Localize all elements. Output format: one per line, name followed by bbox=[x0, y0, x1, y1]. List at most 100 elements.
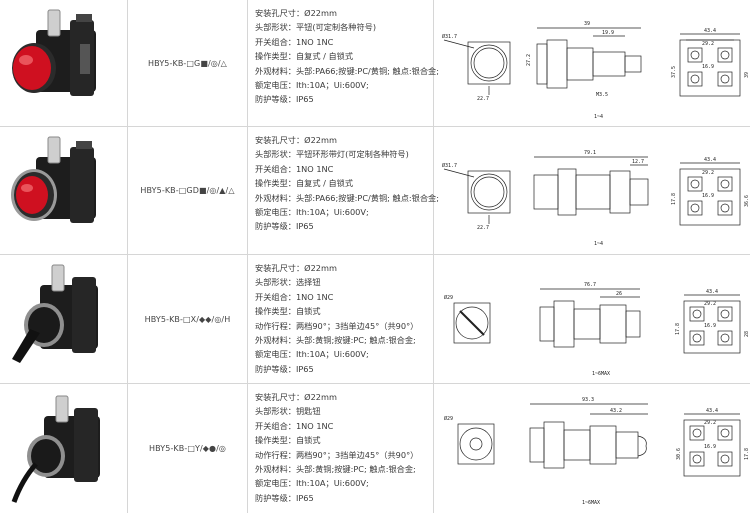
svg-text:16.9: 16.9 bbox=[704, 444, 716, 450]
svg-text:43.4: 43.4 bbox=[704, 28, 716, 34]
spec-operation: 操作类型：自锁式 bbox=[255, 306, 321, 317]
svg-text:1~4: 1~4 bbox=[594, 241, 603, 247]
dimension-drawing: Ø31.7 22.7 79.1 12.7 1~4 bbox=[442, 150, 750, 247]
spec-head-shape: 头部形状：平钮(可定制各种符号) bbox=[255, 22, 377, 33]
product-photo-cell bbox=[0, 0, 128, 126]
dimension-drawing-cell: Ø29 93.3 43.2 1~6MAX 43. bbox=[434, 384, 750, 513]
dimension-drawing-cell: Ø29 76.7 26 1~6MAX 43.4 2 bbox=[434, 255, 750, 383]
spec-mount-hole: 安装孔尺寸：Ø22mm bbox=[255, 8, 337, 18]
svg-text:16.9: 16.9 bbox=[704, 323, 716, 329]
product-row: HBY5-KB-□G■/◎/△ 安装孔尺寸：Ø22mm 头部形状：平钮(可定制各… bbox=[0, 0, 750, 127]
spec-mount-hole: 安装孔尺寸：Ø22mm bbox=[255, 263, 337, 273]
svg-text:29.2: 29.2 bbox=[704, 301, 716, 307]
spec-protection: 防护等级：IP65 bbox=[255, 363, 314, 374]
model-cell: HBY5-KB-□G■/◎/△ bbox=[128, 0, 248, 126]
svg-text:16.9: 16.9 bbox=[702, 193, 714, 199]
spec-operation: 操作类型：自复式 / 自锁式 bbox=[255, 51, 354, 62]
model-cell: HBY5-KB-□GD■/◎/▲/△ bbox=[128, 127, 248, 254]
dimension-drawing-cell: Ø31.7 22.7 39 19.9 27.2 M3.5 1~4 bbox=[434, 0, 750, 126]
svg-text:29.2: 29.2 bbox=[702, 170, 714, 176]
key-switch-photo bbox=[11, 395, 100, 503]
svg-text:43.4: 43.4 bbox=[704, 157, 716, 163]
svg-text:1~6MAX: 1~6MAX bbox=[592, 371, 610, 377]
product-photo-cell bbox=[0, 255, 128, 383]
svg-text:17.8: 17.8 bbox=[671, 193, 677, 205]
svg-text:1~4: 1~4 bbox=[594, 114, 603, 120]
spec-head-shape: 头部形状：选择钮 bbox=[255, 277, 321, 288]
product-row: HBY5-KB-□X/◆◆/◎/H 安装孔尺寸：Ø22mm 头部形状：选择钮 开… bbox=[0, 255, 750, 384]
model-number: HBY5-KB-□G■/◎/△ bbox=[148, 58, 227, 68]
svg-text:22.7: 22.7 bbox=[477, 225, 489, 231]
svg-text:36.6: 36.6 bbox=[744, 195, 750, 207]
svg-text:43.2: 43.2 bbox=[610, 408, 622, 414]
svg-text:1~6MAX: 1~6MAX bbox=[582, 500, 600, 506]
spec-material: 外观材料：头部:黄铜;按键:PC; 触点:银合金; bbox=[255, 464, 416, 475]
spec-protection: 防护等级：IP65 bbox=[255, 94, 314, 105]
spec-rating: 额定电压：Ith:10A；Ui:600V; bbox=[255, 207, 369, 218]
spec-contacts: 开关组合：1NO 1NC bbox=[255, 163, 334, 174]
product-row: HBY5-KB-□GD■/◎/▲/△ 安装孔尺寸：Ø22mm 头部形状：平钮环形… bbox=[0, 127, 750, 255]
spec-cell: 安装孔尺寸：Ø22mm 头部形状：钥匙钮 开关组合：1NO 1NC 操作类型：自… bbox=[248, 384, 434, 513]
spec-mount-hole: 安装孔尺寸：Ø22mm bbox=[255, 392, 337, 402]
spec-head-shape: 头部形状：平钮环形带灯(可定制各种符号) bbox=[255, 149, 409, 160]
spec-material: 外观材料：头部:PA66;按键:PC/黄铜; 触点:银合金; bbox=[255, 192, 439, 203]
spec-protection: 防护等级：IP65 bbox=[255, 492, 314, 503]
svg-text:93.3: 93.3 bbox=[582, 397, 594, 403]
spec-rating: 额定电压：Ith:10A；Ui:600V; bbox=[255, 349, 369, 360]
model-cell: HBY5-KB-□X/◆◆/◎/H bbox=[128, 255, 248, 383]
svg-text:Ø29: Ø29 bbox=[444, 415, 453, 422]
svg-text:39: 39 bbox=[584, 21, 590, 27]
dimension-drawing: Ø29 76.7 26 1~6MAX 43.4 2 bbox=[444, 282, 750, 377]
product-photo-cell bbox=[0, 384, 128, 513]
spec-contacts: 开关组合：1NO 1NC bbox=[255, 36, 334, 47]
svg-text:43.4: 43.4 bbox=[706, 408, 718, 414]
product-photo-cell bbox=[0, 127, 128, 254]
spec-material: 外观材料：头部:黄铜;按键:PC; 触点:银合金; bbox=[255, 335, 416, 346]
svg-text:17.8: 17.8 bbox=[675, 323, 681, 335]
model-cell: HBY5-KB-□Y/◆●/◎ bbox=[128, 384, 248, 513]
product-row: HBY5-KB-□Y/◆●/◎ 安装孔尺寸：Ø22mm 头部形状：钥匙钮 开关组… bbox=[0, 384, 750, 513]
spec-rating: 额定电压：Ith:10A；Ui:600V; bbox=[255, 80, 369, 91]
svg-text:29.2: 29.2 bbox=[702, 41, 714, 47]
dimension-drawing: Ø31.7 22.7 39 19.9 27.2 M3.5 1~4 bbox=[442, 21, 750, 120]
svg-text:26: 26 bbox=[616, 291, 622, 297]
spec-protection: 防护等级：IP65 bbox=[255, 221, 314, 232]
spec-mount-hole: 安装孔尺寸：Ø22mm bbox=[255, 135, 337, 145]
svg-text:Ø31.7: Ø31.7 bbox=[442, 162, 457, 169]
svg-text:16.9: 16.9 bbox=[702, 64, 714, 70]
svg-text:Ø29: Ø29 bbox=[444, 294, 453, 301]
model-number: HBY5-KB-□Y/◆●/◎ bbox=[149, 444, 226, 453]
svg-text:43.4: 43.4 bbox=[706, 289, 718, 295]
illuminated-pushbutton-photo bbox=[11, 136, 96, 223]
spec-operation: 操作类型：自锁式 bbox=[255, 435, 321, 446]
model-number: HBY5-KB-□GD■/◎/▲/△ bbox=[140, 186, 235, 195]
spec-travel: 动作行程：两档90°；3挡单边45°（共90°） bbox=[255, 320, 419, 331]
spec-cell: 安装孔尺寸：Ø22mm 头部形状：选择钮 开关组合：1NO 1NC 操作类型：自… bbox=[248, 255, 434, 383]
svg-text:37.5: 37.5 bbox=[671, 66, 677, 78]
spec-contacts: 开关组合：1NO 1NC bbox=[255, 291, 334, 302]
model-number: HBY5-KB-□X/◆◆/◎/H bbox=[144, 314, 231, 324]
spec-operation: 操作类型：自复式 / 自锁式 bbox=[255, 178, 354, 189]
spec-head-shape: 头部形状：钥匙钮 bbox=[255, 406, 321, 417]
svg-text:28: 28 bbox=[744, 331, 750, 337]
svg-text:29.2: 29.2 bbox=[704, 420, 716, 426]
svg-text:Ø31.7: Ø31.7 bbox=[442, 33, 457, 40]
dimension-drawing-cell: Ø31.7 22.7 79.1 12.7 1~4 bbox=[434, 127, 750, 254]
svg-text:30.6: 30.6 bbox=[676, 448, 682, 460]
spec-cell: 安装孔尺寸：Ø22mm 头部形状：平钮环形带灯(可定制各种符号) 开关组合：1N… bbox=[248, 127, 439, 254]
spec-travel: 动作行程：两档90°；3挡单边45°（共90°） bbox=[255, 449, 419, 460]
flush-pushbutton-photo bbox=[12, 9, 96, 96]
svg-text:22.7: 22.7 bbox=[477, 96, 489, 102]
dimension-drawing: Ø29 93.3 43.2 1~6MAX 43. bbox=[444, 397, 750, 506]
svg-text:39: 39 bbox=[744, 72, 750, 78]
svg-text:76.7: 76.7 bbox=[584, 282, 596, 288]
spec-cell: 安装孔尺寸：Ø22mm 头部形状：平钮(可定制各种符号) 开关组合：1NO 1N… bbox=[248, 0, 439, 126]
selector-switch-photo bbox=[12, 264, 98, 363]
svg-text:19.9: 19.9 bbox=[602, 30, 614, 36]
spec-contacts: 开关组合：1NO 1NC bbox=[255, 420, 334, 431]
svg-text:12.7: 12.7 bbox=[632, 159, 644, 165]
svg-text:79.1: 79.1 bbox=[584, 150, 596, 156]
spec-material: 外观材料：头部:PA66;按键:PC/黄铜; 触点:银合金; bbox=[255, 65, 439, 76]
svg-text:M3.5: M3.5 bbox=[596, 92, 608, 98]
